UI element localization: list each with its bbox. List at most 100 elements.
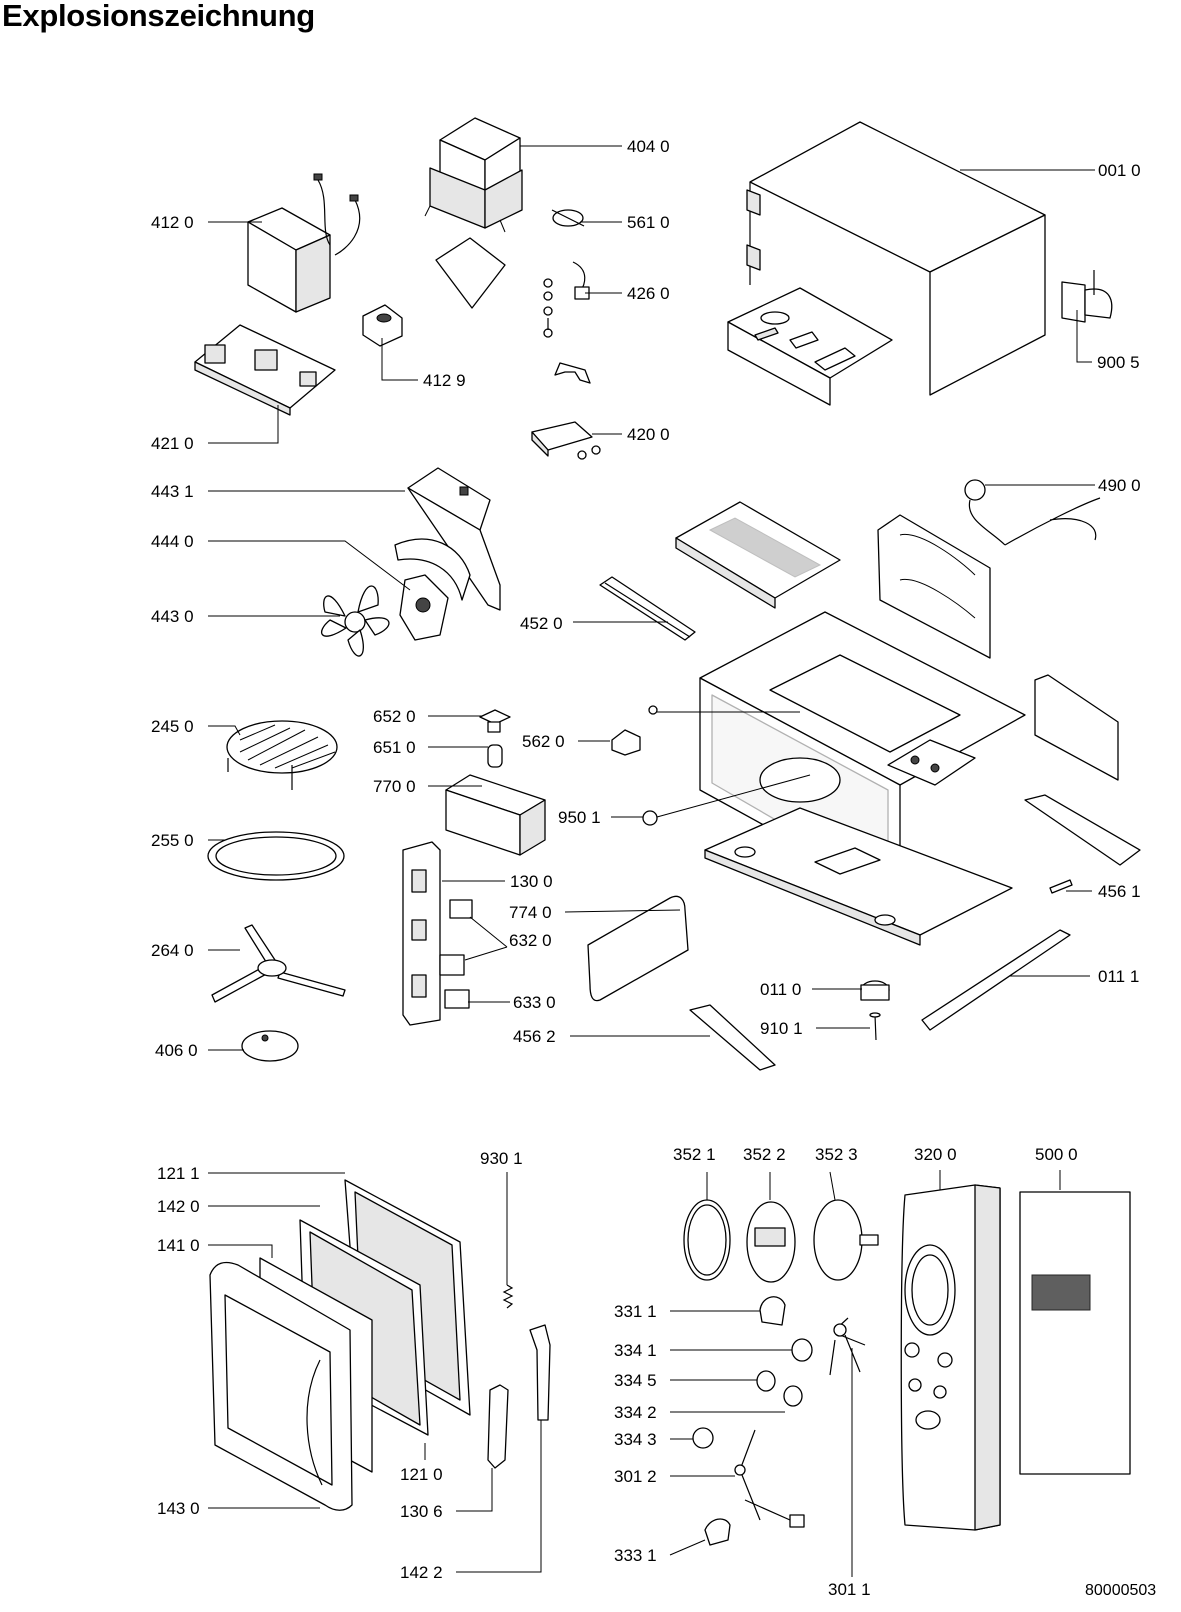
label-930-1: 930 1 [480,1149,523,1168]
label-142-0: 142 0 [157,1197,200,1216]
label-633-0: 633 0 [513,993,556,1012]
part-lever-142-2 [529,1324,551,1421]
part-air-duct-443-1 [394,467,501,611]
part-control-panel-320-0 [900,1184,1001,1531]
drawing-number: 80000503 [1085,1582,1156,1599]
label-950-1: 950 1 [558,808,601,827]
page-title: Explosionszeichnung [2,0,315,33]
label-404-0: 404 0 [627,137,670,156]
label-334-2: 334 2 [614,1403,657,1422]
label-406-0: 406 0 [155,1041,198,1060]
part-switch-632-0-b [439,954,465,976]
label-334-3: 334 3 [614,1430,657,1449]
label-301-2: 301 2 [614,1467,657,1486]
label-420-0: 420 0 [627,425,670,444]
part-wire-motor-490-0 [964,479,1101,546]
part-grommet-950-1 [642,810,658,826]
label-301-1: 301 1 [828,1580,871,1599]
label-452-0: 452 0 [520,614,563,633]
part-cover-352-2 [746,1201,796,1283]
part-knob-334-2 [783,1385,803,1407]
part-cap-412-9 [362,304,403,347]
label-443-1: 443 1 [151,482,194,501]
part-bracket-900-5 [1061,270,1113,323]
label-264-0: 264 0 [151,941,194,960]
part-transformer-404-0 [424,117,523,233]
label-334-1: 334 1 [614,1341,657,1360]
part-circuit-board-421-0 [194,324,336,416]
part-switch-633-0 [444,989,470,1009]
label-456-1: 456 1 [1098,882,1141,901]
part-rail-011-1-body [921,929,1071,1031]
part-capacitor-420-0 [531,421,601,460]
label-562-0: 562 0 [522,732,565,751]
part-labels: 404 0 001 0 412 0 561 0 426 0 412 9 900 … [151,137,1141,1599]
part-latch-130-0 [402,841,441,1026]
part-lamp-socket-652-0 [479,709,511,733]
part-insulation-sheet [435,237,506,309]
part-heater-452-0 [599,576,696,641]
leader-lines [208,145,1095,1577]
label-900-5: 900 5 [1097,353,1140,372]
part-lever-301-2 [734,1429,805,1528]
label-774-0: 774 0 [509,903,552,922]
part-turntable-motor-406-0 [241,1030,299,1062]
label-320-0: 320 0 [914,1145,957,1164]
label-130-0: 130 0 [510,872,553,891]
part-side-panel [877,514,991,659]
part-cover-352-3 [813,1199,879,1281]
label-352-2: 352 2 [743,1145,786,1164]
label-412-0: 412 0 [151,213,194,232]
part-thermostat-562-0 [611,705,658,756]
part-cover-plate [675,501,841,609]
label-141-0: 141 0 [157,1236,200,1255]
part-base-plate [727,287,893,406]
part-screw-910-1 [869,1012,881,1041]
label-500-0: 500 0 [1035,1145,1078,1164]
part-rail-456-1-body [1024,794,1141,866]
label-245-0: 245 0 [151,717,194,736]
part-knob-331-1 [759,1296,786,1326]
part-grill-rack-245-0 [226,720,338,790]
part-knob-333-1 [704,1518,731,1546]
label-444-0: 444 0 [151,532,194,551]
label-421-0: 421 0 [151,434,194,453]
part-knob-334-3 [692,1427,714,1449]
part-spring-930-1 [502,1284,514,1309]
part-roller-ring-255-0 [207,831,345,881]
label-561-0: 561 0 [627,213,670,232]
label-011-1: 011 1 [1098,967,1139,986]
label-334-5: 334 5 [614,1371,657,1390]
label-001-0: 001 0 [1098,161,1141,180]
label-143-0: 143 0 [157,1499,200,1518]
label-651-0: 651 0 [373,738,416,757]
part-label-500-0 [1019,1191,1131,1475]
part-rail-456-2-body [689,1004,776,1071]
label-011-0: 011 0 [760,980,801,999]
part-lever-301-1 [829,1317,866,1376]
part-motor-444-0 [399,574,449,641]
part-pin-456-1 [1049,879,1073,894]
part-coupler-264-0 [211,924,346,1003]
label-352-1: 352 1 [673,1145,716,1164]
label-652-0: 652 0 [373,707,416,726]
part-lamp-651-0 [487,744,503,768]
part-fuse-426-0 [543,261,590,338]
label-456-2: 456 2 [513,1027,556,1046]
part-bottom-plate [704,807,1013,946]
label-121-0: 121 0 [400,1465,443,1484]
part-switch-632-0-a [449,899,473,919]
part-knob-334-5 [756,1370,776,1392]
label-333-1: 333 1 [614,1546,657,1565]
part-outer-casing-001-0 [746,121,1046,396]
part-fan-443-0 [321,585,390,657]
label-142-2: 142 2 [400,1563,443,1582]
label-352-3: 352 3 [815,1145,858,1164]
part-mica-cover-774-0 [587,895,689,1002]
part-rear-cover [1034,674,1119,781]
label-770-0: 770 0 [373,777,416,796]
label-910-1: 910 1 [760,1019,803,1038]
label-426-0: 426 0 [627,284,670,303]
label-255-0: 255 0 [151,831,194,850]
